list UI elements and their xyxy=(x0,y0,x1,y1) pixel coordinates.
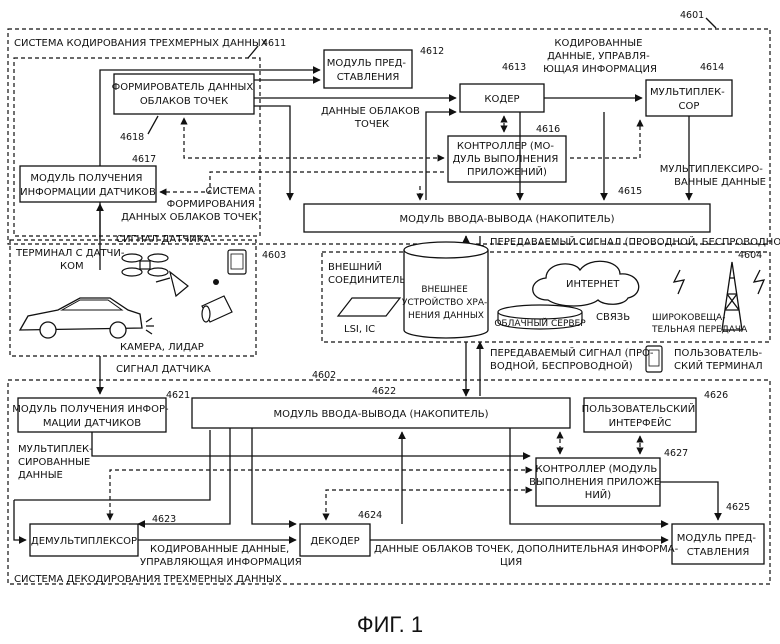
io-module-bottom-label: МОДУЛЬ ВВОДА-ВЫВОДА (НАКОПИТЕЛЬ) xyxy=(273,409,488,420)
ref-4612: 4612 xyxy=(420,46,444,57)
ref-4614: 4614 xyxy=(700,62,724,73)
lightning-icon-left xyxy=(674,270,684,294)
ref-4617: 4617 xyxy=(132,154,156,165)
decoding-system-title: СИСТЕМА ДЕКОДИРОВАНИЯ ТРЕХМЕРНЫХ ДАННЫХ xyxy=(14,574,282,585)
user-terminal-label: ПОЛЬЗОВАТЕЛЬ- СКИЙ ТЕРМИНАЛ xyxy=(674,348,765,372)
ref-4601: 4601 xyxy=(680,10,704,21)
link-label: СВЯЗЬ xyxy=(596,312,630,323)
ref-4626: 4626 xyxy=(704,390,728,401)
mux-data-label-bottom: МУЛЬТИПЛЕК- СИРОВАННЫЕ ДАННЫЕ xyxy=(18,444,96,481)
figure-caption: ФИГ. 1 xyxy=(357,612,423,637)
ref-4615: 4615 xyxy=(618,186,642,197)
ref-4603: 4603 xyxy=(262,250,286,261)
io-module-top-label: МОДУЛЬ ВВОДА-ВЫВОДА (НАКОПИТЕЛЬ) xyxy=(399,214,614,225)
lsi-ic-label: LSI, IC xyxy=(344,324,375,335)
tablet-icon xyxy=(228,250,246,274)
ref-4625: 4625 xyxy=(726,502,750,513)
external-connector-label: ВНЕШНИЙ СОЕДИНИТЕЛЬ xyxy=(328,260,406,286)
ref-4624: 4624 xyxy=(358,510,382,521)
encoded-data-label-top: КОДИРОВАННЫЕ ДАННЫЕ, УПРАВЛЯ- ЮЩАЯ ИНФОР… xyxy=(543,38,657,75)
transmit-signal-bottom: ПЕРЕДАВАЕМЫЙ СИГНАЛ (ПРО- ВОДНОЙ, БЕСПРО… xyxy=(490,346,657,372)
ref-4613: 4613 xyxy=(502,62,526,73)
pc-data-label-bottom: ДАННЫЕ ОБЛАКОВ ТОЧЕК, ДОПОЛНИТЕЛЬНАЯ ИНФ… xyxy=(374,544,681,568)
ref-4611: 4611 xyxy=(262,38,286,49)
chip-icon xyxy=(338,298,400,316)
sensor-signal-bottom: СИГНАЛ ДАТЧИКА xyxy=(116,364,211,375)
controller-top-label: КОНТРОЛЛЕР (МО- ДУЛЬ ВЫПОЛНЕНИЯ ПРИЛОЖЕН… xyxy=(452,141,561,178)
mux-data-label-top: МУЛЬТИПЛЕКСИРО- ВАННЫЕ ДАННЫЕ xyxy=(660,164,766,188)
point-cloud-former-box xyxy=(114,74,254,114)
ref-4621: 4621 xyxy=(166,390,190,401)
pc-data-label-top: ДАННЫЕ ОБЛАКОВ ТОЧЕК xyxy=(321,106,423,130)
encoder-label: КОДЕР xyxy=(484,94,519,105)
ref-4604: 4604 xyxy=(738,250,762,261)
sensor-terminal-label: ТЕРМИНАЛ С ДАТЧИ- КОМ xyxy=(15,248,128,272)
decoder-label: ДЕКОДЕР xyxy=(310,536,359,547)
ref-4616: 4616 xyxy=(536,124,560,135)
lidar-icon xyxy=(202,279,232,322)
ref-4618: 4618 xyxy=(120,132,144,143)
drone-icon xyxy=(122,254,168,276)
ref-4622: 4622 xyxy=(372,386,396,397)
ref-4602: 4602 xyxy=(312,370,336,381)
ref-4627: 4627 xyxy=(664,448,688,459)
encoding-system-title: СИСТЕМА КОДИРОВАНИЯ ТРЕХМЕРНЫХ ДАННЫХ xyxy=(14,38,268,49)
cloud-server-label: ОБЛАЧНЫЙ СЕРВЕР xyxy=(494,317,586,329)
lightning-icon-right xyxy=(754,270,764,294)
car-icon xyxy=(20,298,154,338)
encoded-data-label-bottom: КОДИРОВАННЫЕ ДАННЫЕ, УПРАВЛЯЮЩАЯ ИНФОРМА… xyxy=(140,544,302,568)
camera-lidar-label: КАМЕРА, ЛИДАР xyxy=(120,342,204,353)
demux-label: ДЕМУЛЬТИПЛЕКСОР xyxy=(31,536,137,547)
presentation-module-bottom-box xyxy=(672,524,764,564)
internet-label: ИНТЕРНЕТ xyxy=(566,279,620,290)
transmit-signal-top: ПЕРЕДАВАЕМЫЙ СИГНАЛ (ПРОВОДНОЙ, БЕСПРОВО… xyxy=(490,235,780,248)
